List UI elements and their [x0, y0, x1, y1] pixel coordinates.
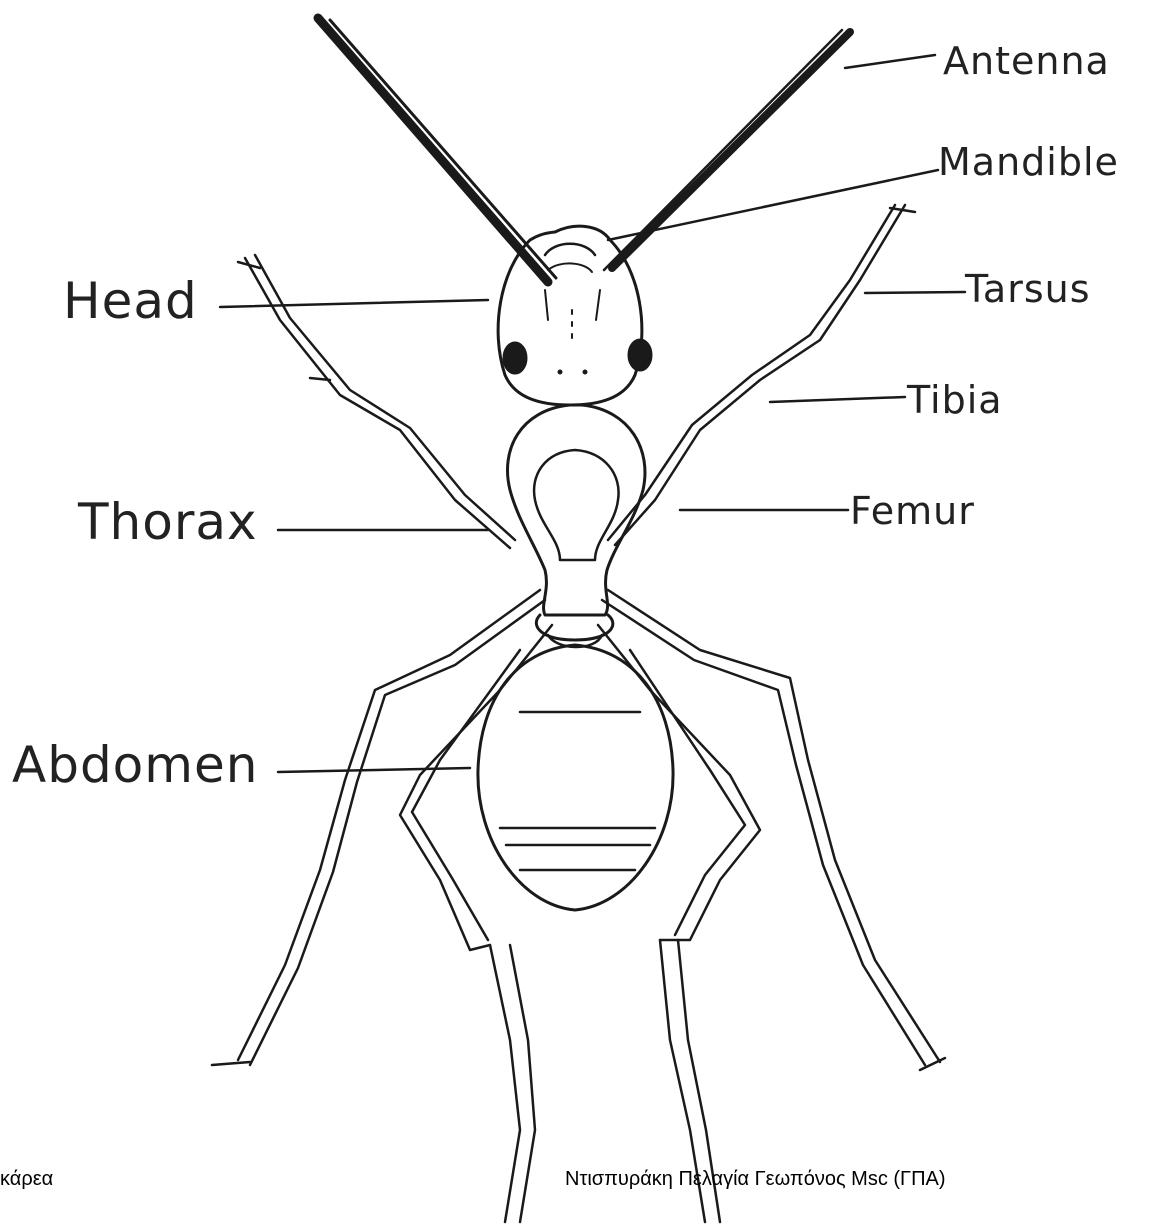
legs	[212, 205, 945, 1222]
label-head: Head	[63, 276, 198, 326]
label-thorax: Thorax	[78, 497, 258, 547]
leader-lines	[220, 55, 965, 772]
abdomen-shape	[478, 645, 673, 910]
label-tarsus: Tarsus	[965, 270, 1091, 308]
label-mandible: Mandible	[938, 143, 1119, 181]
label-abdomen: Abdomen	[12, 740, 258, 790]
label-antenna: Antenna	[943, 42, 1110, 80]
footer-left-text: κάρεα	[0, 1169, 53, 1189]
label-femur: Femur	[850, 492, 975, 530]
label-tibia: Tibia	[907, 381, 1003, 419]
thorax-shape	[508, 405, 645, 615]
footer-author-credit: Ντισπυράκη Πελαγία Γεωπόνος Msc (ΓΠΑ)	[565, 1169, 946, 1189]
antennae	[318, 18, 850, 282]
